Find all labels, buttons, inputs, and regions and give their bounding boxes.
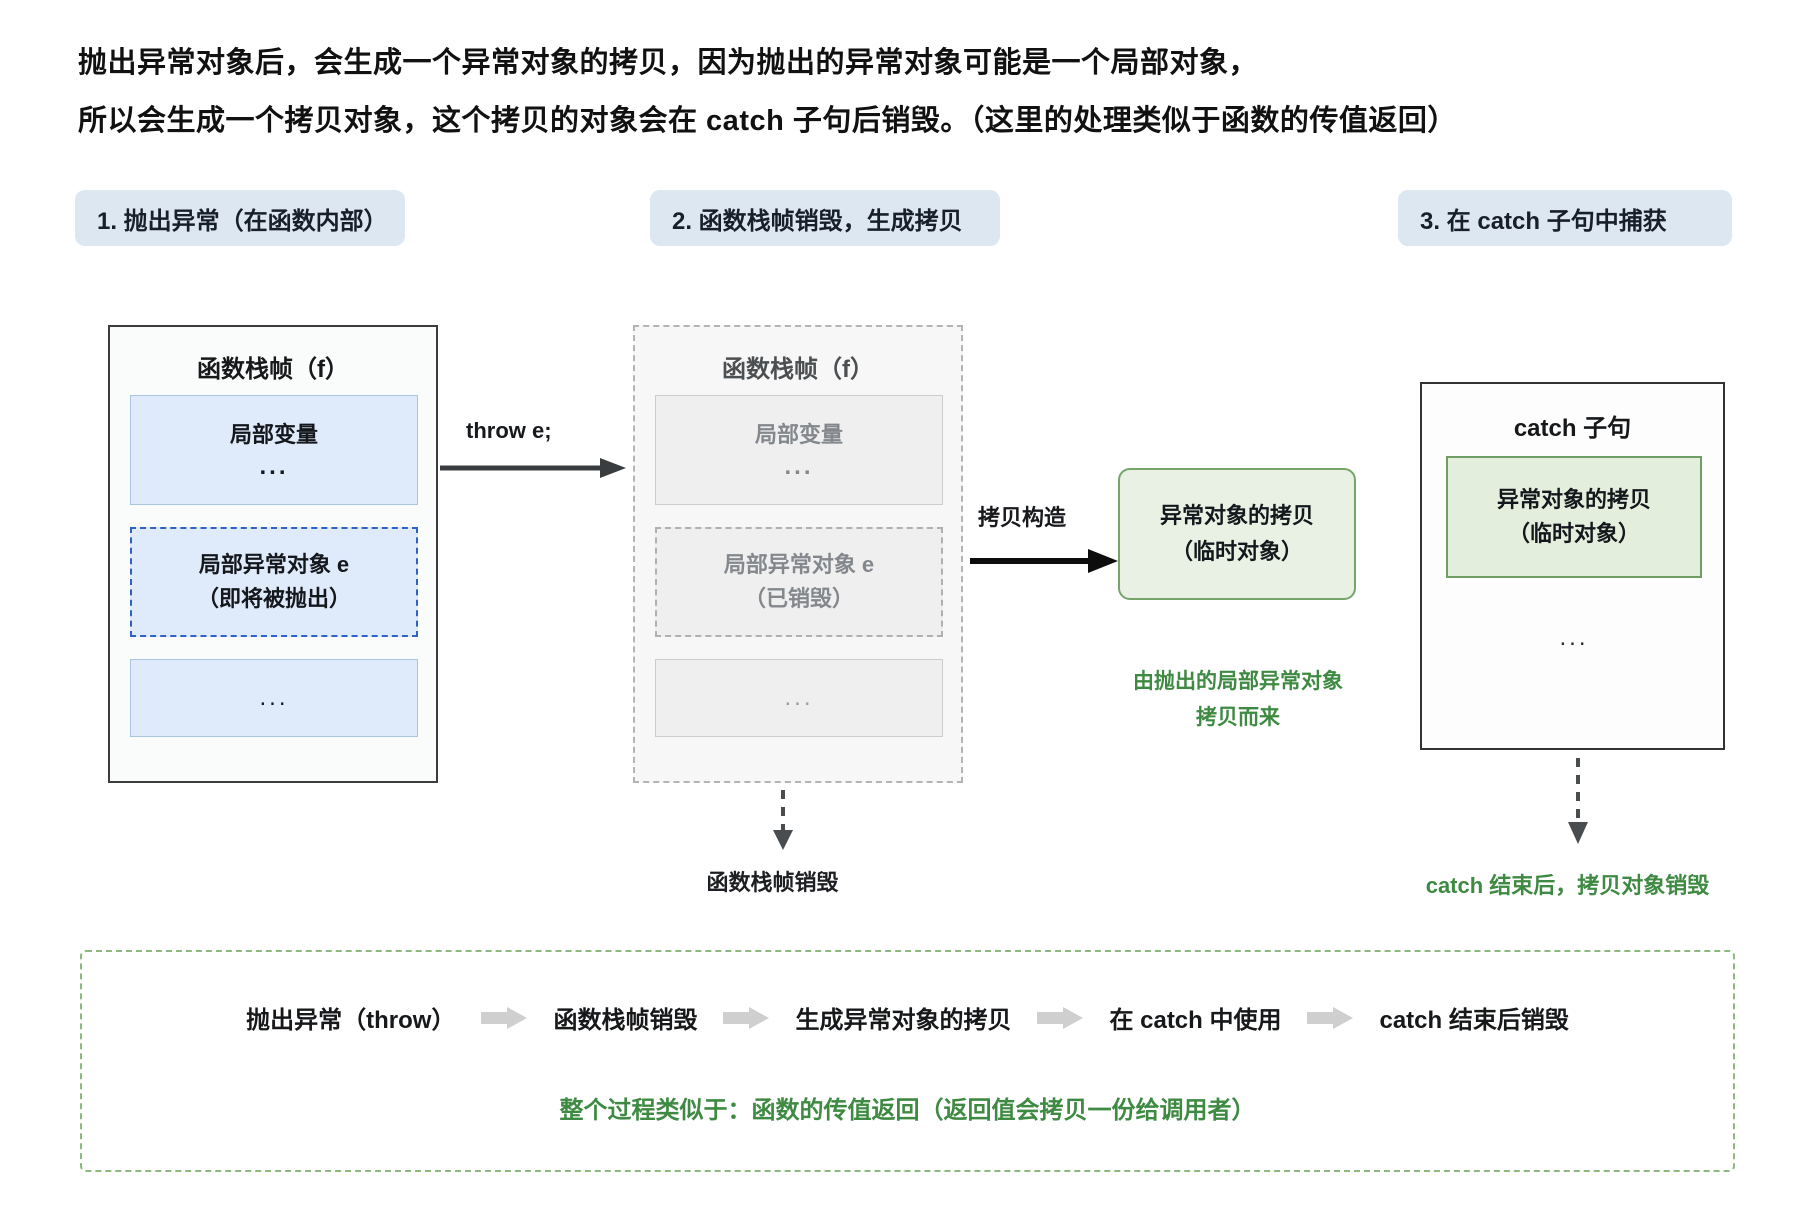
catch-clause-box: catch 子句 异常对象的拷贝 （临时对象） ...	[1420, 382, 1725, 750]
page-title: 抛出异常对象后，会生成一个异常对象的拷贝，因为抛出的异常对象可能是一个局部对象，…	[78, 34, 1758, 150]
exception-copy-temp-note: 由抛出的局部异常对象 拷贝而来	[1078, 664, 1398, 736]
throw-arrow-label: throw e;	[466, 418, 552, 443]
stack-frame-active: 函数栈帧（f） 局部变量 ... 局部异常对象 e （即将被抛出） ...	[108, 325, 438, 783]
flow-arrow-icon-3	[1037, 1006, 1084, 1029]
exception-copy-temp-note-line2: 拷贝而来	[1196, 706, 1280, 729]
flow-step-use-in-catch: 在 catch 中使用	[1109, 1007, 1282, 1034]
title-line-2: 所以会生成一个拷贝对象，这个拷贝的对象会在 catch 子句后销毁。（这里的处理…	[78, 105, 1457, 137]
slot-local-variables-active: 局部变量 ...	[130, 395, 418, 505]
copy-ctor-arrow-icon	[970, 549, 1118, 573]
title-line-1: 抛出异常对象后，会生成一个异常对象的拷贝，因为抛出的异常对象可能是一个局部对象，	[78, 47, 1259, 79]
slot-rest-active-dots: ...	[259, 684, 289, 711]
throw-arrow-icon	[440, 458, 626, 478]
flow-arrow-icon-4	[1307, 1006, 1354, 1029]
slot-local-variables-destroyed-dots: ...	[784, 453, 814, 480]
slot-exception-object-destroyed-line2: （已销毁）	[743, 586, 854, 611]
slot-exception-copy-in-catch: 异常对象的拷贝 （临时对象）	[1446, 456, 1702, 578]
flow-step-destroy-after-catch: catch 结束后销毁	[1379, 1007, 1569, 1034]
slot-catch-dots: ...	[1446, 616, 1702, 660]
flow-arrow-icon-2	[723, 1006, 770, 1029]
summary-panel: 抛出异常（throw） 函数栈帧销毁 生成异常对象的拷贝 在 catch 中使用…	[80, 950, 1735, 1172]
flow-step-frame-destroy: 函数栈帧销毁	[553, 1007, 698, 1034]
stack-frame-destroyed: 函数栈帧（f） 局部变量 ... 局部异常对象 e （已销毁） ...	[633, 325, 963, 783]
step-header-throw: 1. 抛出异常（在函数内部）	[75, 190, 405, 246]
slot-exception-object-active-line1: 局部异常对象 e	[198, 552, 350, 577]
stack-frame-destroyed-title: 函数栈帧（f）	[722, 356, 874, 383]
exception-copy-temp-line2: （临时对象）	[1170, 539, 1303, 564]
slot-local-variables-destroyed-label: 局部变量	[754, 422, 843, 447]
flow-step-throw: 抛出异常（throw）	[246, 1007, 456, 1034]
slot-rest-destroyed-dots: ...	[784, 684, 814, 711]
copy-ctor-arrow-label: 拷贝构造	[978, 505, 1067, 530]
slot-rest-destroyed: ...	[655, 659, 943, 737]
catch-destroyed-label: catch 结束后，拷贝对象销毁	[1425, 873, 1710, 898]
summary-flow-row: 抛出异常（throw） 函数栈帧销毁 生成异常对象的拷贝 在 catch 中使用…	[82, 1000, 1733, 1035]
exception-copy-temp-note-line1: 由抛出的局部异常对象	[1133, 670, 1343, 693]
slot-exception-object-destroyed: 局部异常对象 e （已销毁）	[655, 527, 943, 637]
step-header-catch: 3. 在 catch 子句中捕获	[1398, 190, 1732, 246]
stack-frame-active-title: 函数栈帧（f）	[197, 356, 349, 383]
exception-copy-temp-box: 异常对象的拷贝 （临时对象）	[1118, 468, 1356, 600]
slot-local-variables-active-dots: ...	[259, 453, 289, 480]
slot-exception-object-active: 局部异常对象 e （即将被抛出）	[130, 527, 418, 637]
slot-rest-active: ...	[130, 659, 418, 737]
slot-local-variables-destroyed: 局部变量 ...	[655, 395, 943, 505]
slot-catch-dots-text: ...	[1559, 624, 1589, 651]
slot-local-variables-active-label: 局部变量	[229, 422, 318, 447]
step-header-frame-destroy: 2. 函数栈帧销毁，生成拷贝	[650, 190, 1000, 246]
slot-exception-copy-in-catch-line2: （临时对象）	[1507, 521, 1640, 546]
slot-exception-copy-in-catch-line1: 异常对象的拷贝	[1496, 487, 1651, 512]
exception-copy-temp-line1: 异常对象的拷贝	[1159, 503, 1314, 528]
slot-exception-object-destroyed-line1: 局部异常对象 e	[723, 552, 875, 577]
frame-destroyed-label: 函数栈帧销毁	[706, 870, 839, 895]
summary-note: 整个过程类似于：函数的传值返回（返回值会拷贝一份给调用者）	[559, 1097, 1256, 1124]
slot-exception-object-active-line2: （即将被抛出）	[196, 586, 351, 611]
catch-destroy-dashed-arrow-icon	[1568, 758, 1588, 844]
flow-step-make-copy: 生成异常对象的拷贝	[795, 1007, 1012, 1034]
catch-clause-title: catch 子句	[1513, 415, 1632, 442]
frame-destroy-dashed-arrow-icon	[773, 790, 793, 850]
flow-arrow-icon-1	[481, 1006, 528, 1029]
